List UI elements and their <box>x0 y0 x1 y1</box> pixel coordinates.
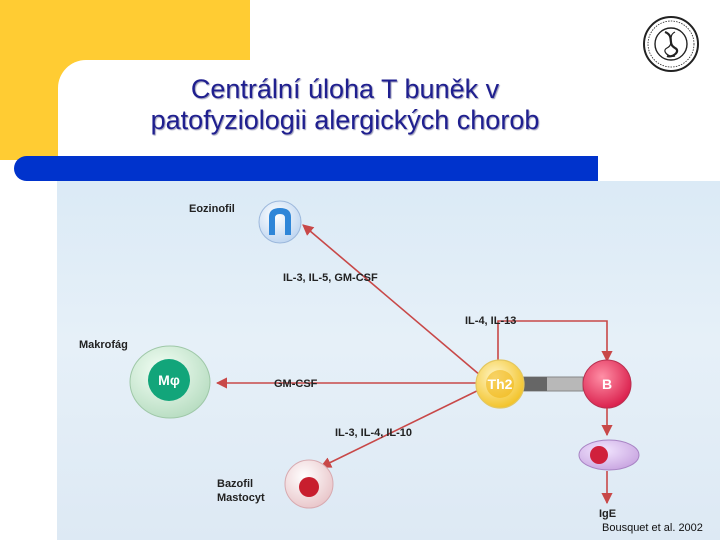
mastocyte-label: Mastocyt <box>217 492 265 504</box>
cytokines-to-basophil-label: IL-3, IL-4, IL-10 <box>335 427 412 439</box>
basophil-label: Bazofil <box>217 478 253 490</box>
cytokines-to-b-label: IL-4, IL-13 <box>465 315 516 327</box>
arrow-to-eosinophil <box>302 224 488 382</box>
cytokines-to-eosinophil-label: IL-3, IL-5, GM-CSF <box>283 272 378 284</box>
arrow-to-basophil <box>319 386 486 468</box>
macrophage-label: Makrofág <box>79 339 128 351</box>
b-cell <box>582 359 632 409</box>
ige-label: IgE <box>599 508 616 520</box>
eosinophil-cell <box>258 200 302 244</box>
citation: Bousquet et al. 2002 <box>602 522 703 534</box>
title-underline-bar <box>14 156 598 181</box>
b-cell-text: B <box>602 376 612 392</box>
university-seal-icon <box>643 16 699 72</box>
allergy-pathophysiology-diagram: Eozinofil Mφ Makrofág Th2 B Bazofil <box>57 181 720 540</box>
macrophage-cell <box>129 345 211 419</box>
th2-b-connector-dark <box>521 377 547 391</box>
cytokines-to-macrophage-label: GM-CSF <box>274 378 318 390</box>
eosinophil-label: Eozinofil <box>189 203 235 215</box>
diagram-canvas: Eozinofil Mφ Makrofág Th2 B Bazofil <box>79 200 640 520</box>
slide-title-line-2: patofyziologii alergických chorob <box>150 105 540 135</box>
slide-title-line-1: Centrální úloha T buněk v <box>190 74 500 104</box>
macrophage-cell-text: Mφ <box>158 372 180 388</box>
plasma-cell <box>578 439 640 471</box>
th2-cell-text: Th2 <box>488 376 513 392</box>
slide-title: Centrální úloha T buněk v patofyziologii… <box>60 74 630 136</box>
th2-cell <box>475 359 525 409</box>
arrow-th2-to-b <box>497 320 613 365</box>
basophil-cell <box>284 459 334 509</box>
